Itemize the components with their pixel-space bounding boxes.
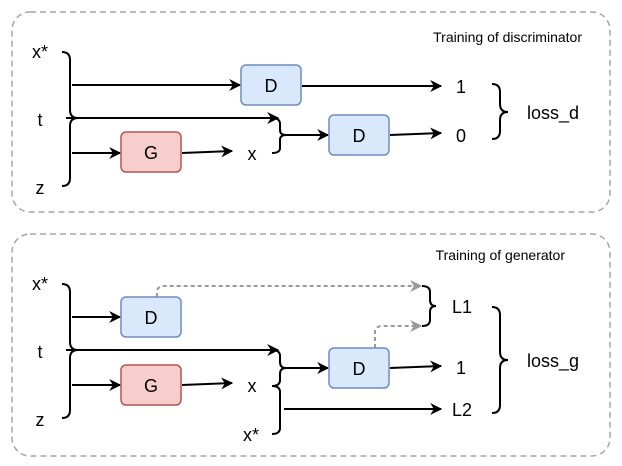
panel-discriminator-training: Training of discriminator x* t z D G x D… bbox=[11, 11, 611, 213]
discriminator-label-2-bottom: D bbox=[353, 359, 366, 379]
panel-frame-bottom bbox=[11, 233, 611, 457]
discriminator-block-2-bottom bbox=[328, 347, 390, 389]
panel-generator-training: Training of generator x* t z D G x x* D … bbox=[11, 233, 611, 457]
output-l2: L2 bbox=[452, 400, 472, 420]
input-x-star-bottom: x* bbox=[32, 274, 48, 294]
loss-bracket-top bbox=[491, 83, 509, 140]
panel-frame-top bbox=[11, 11, 611, 213]
loss-d-label: loss_d bbox=[527, 103, 579, 124]
output-1-top: 1 bbox=[456, 77, 466, 97]
output-l1: L1 bbox=[452, 297, 472, 317]
discriminator-block-1-bottom bbox=[120, 296, 182, 338]
generated-x-bottom: x bbox=[248, 376, 257, 396]
discriminator-label-1-bottom: D bbox=[145, 308, 158, 328]
input-z-top: z bbox=[36, 178, 45, 198]
wire-d2-to-0-top bbox=[389, 127, 443, 140]
dashed-feature-arrow-d2 bbox=[374, 320, 423, 348]
panel-title-top: Training of discriminator bbox=[433, 29, 582, 45]
discriminator-block-1-top bbox=[240, 64, 302, 106]
generator-label-top: G bbox=[144, 143, 158, 163]
generator-block-bottom bbox=[120, 364, 182, 406]
wire-g-to-x-top bbox=[181, 145, 234, 158]
input-t-bottom: t bbox=[37, 342, 42, 362]
generated-x-top: x bbox=[248, 144, 257, 164]
discriminator-label-2-top: D bbox=[353, 126, 366, 146]
generator-block-top bbox=[120, 131, 182, 173]
panel-title-bottom: Training of generator bbox=[436, 247, 566, 263]
dashed-feature-arrow-d1 bbox=[156, 280, 423, 297]
output-0-top: 0 bbox=[456, 126, 466, 146]
discriminator-block-2-top bbox=[328, 114, 390, 156]
generator-label-bottom: G bbox=[144, 376, 158, 396]
wire-d2-to-1-bottom bbox=[389, 360, 443, 373]
l1-bracket bbox=[421, 285, 437, 327]
discriminator-label-1-top: D bbox=[265, 76, 278, 96]
output-1-bottom: 1 bbox=[456, 358, 466, 378]
merge-bracket-top bbox=[271, 117, 287, 154]
wire-g-to-x-bottom bbox=[181, 377, 234, 390]
loss-bracket-bottom bbox=[491, 306, 509, 414]
input-t-top: t bbox=[37, 110, 42, 130]
merge-bracket-bottom bbox=[271, 349, 287, 435]
input-z-bottom: z bbox=[36, 410, 45, 430]
input-x-star2-bottom: x* bbox=[243, 425, 259, 445]
input-x-star-top: x* bbox=[32, 42, 48, 62]
loss-g-label: loss_g bbox=[527, 351, 579, 372]
